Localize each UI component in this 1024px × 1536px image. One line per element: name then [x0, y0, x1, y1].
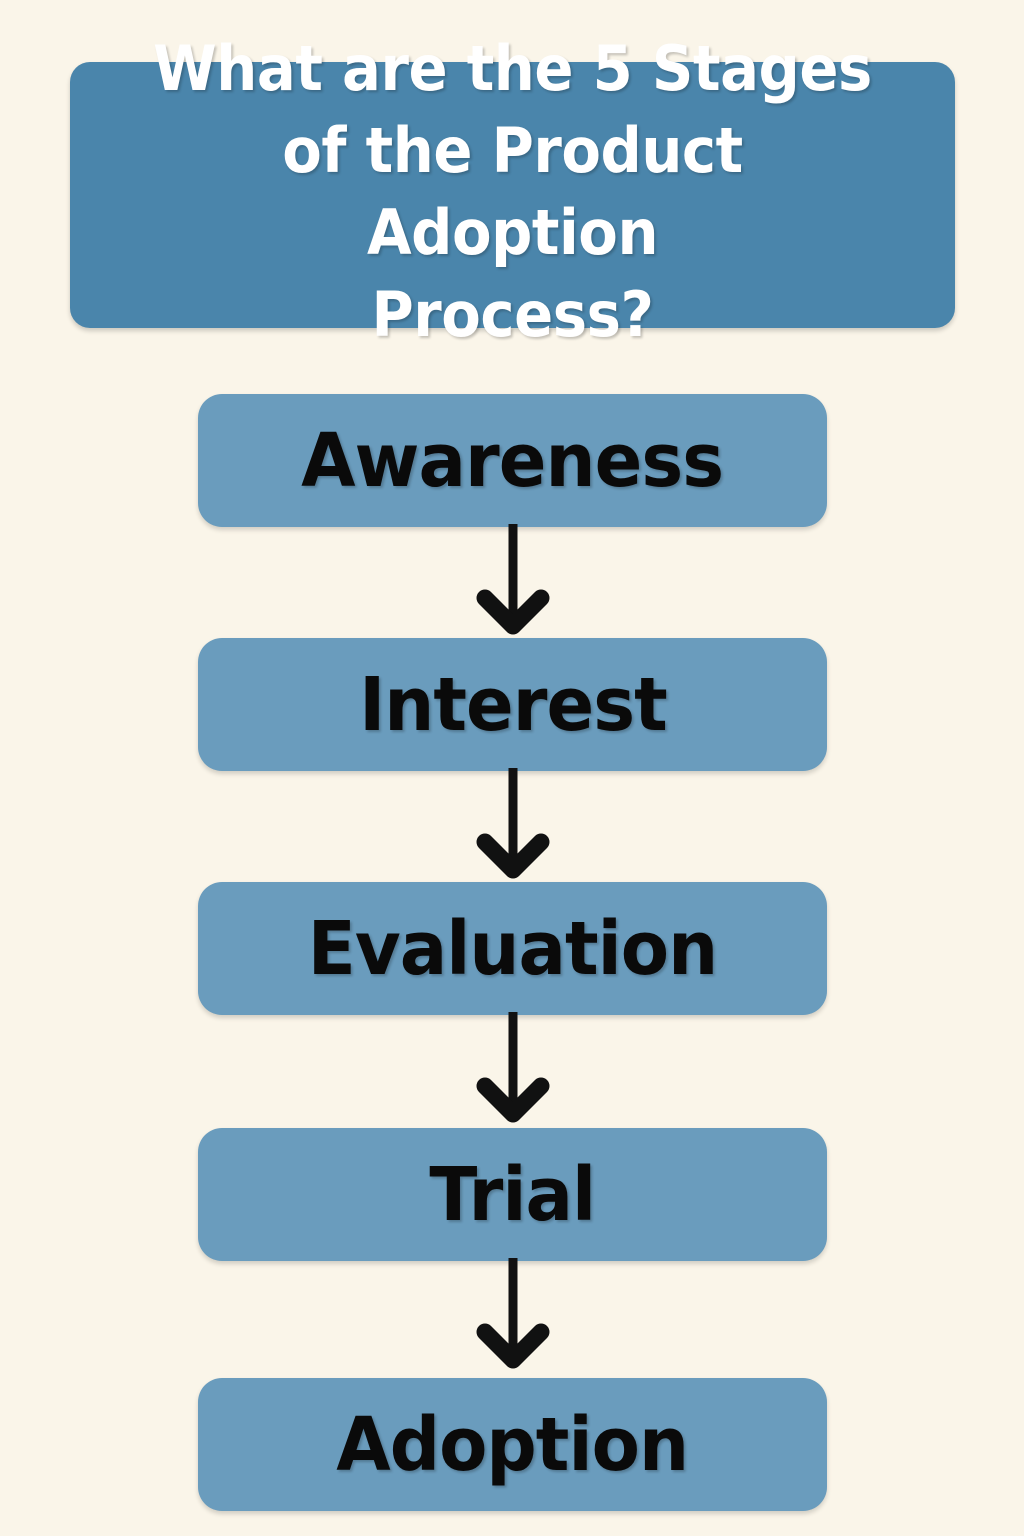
arrow-down-icon	[476, 524, 550, 635]
stage-box-trial[interactable]: Trial	[198, 1128, 827, 1261]
arrow-down-icon	[476, 1258, 550, 1369]
stage-label: Interest	[358, 661, 668, 748]
arrow-down-icon	[476, 768, 550, 879]
connector-evaluation-to-trial	[458, 1012, 568, 1134]
stage-box-evaluation[interactable]: Evaluation	[198, 882, 827, 1015]
title-banner: What are the 5 Stages of the Product Ado…	[70, 32, 955, 351]
stage-box-awareness[interactable]: Awareness	[198, 394, 827, 527]
connector-interest-to-evaluation	[458, 768, 568, 890]
stage-label: Trial	[429, 1151, 597, 1238]
arrow-down-icon	[476, 1012, 550, 1123]
connector-trial-to-adoption	[458, 1258, 568, 1380]
stage-box-adoption[interactable]: Adoption	[198, 1378, 827, 1511]
stage-label: Adoption	[336, 1401, 690, 1488]
connector-awareness-to-interest	[458, 524, 568, 646]
stage-box-interest[interactable]: Interest	[198, 638, 827, 771]
page-title: What are the 5 Stages of the Product Ado…	[153, 32, 872, 351]
stage-label: Awareness	[301, 417, 724, 504]
stage-label: Evaluation	[307, 905, 718, 992]
